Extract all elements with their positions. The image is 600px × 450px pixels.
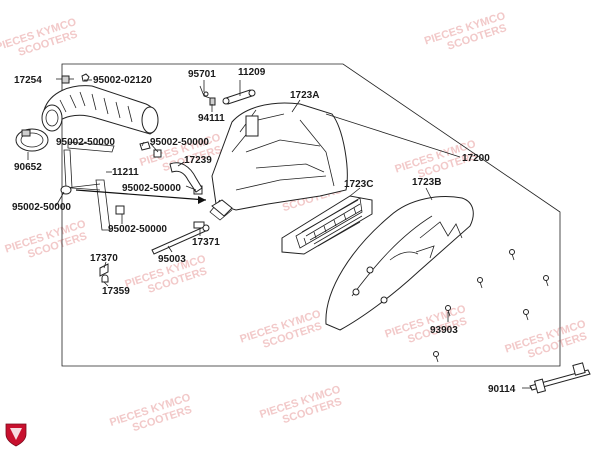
label-17371: 17371 xyxy=(192,237,220,248)
intake-duct xyxy=(41,85,159,135)
air-cleaner-case-1723A xyxy=(209,102,348,221)
clamp-band-90652 xyxy=(15,128,49,152)
watermarks: PIECES KYMCO SCOOTERS PIECES KYMCO SCOOT… xyxy=(0,10,589,434)
clip-95002-50000-a xyxy=(139,141,151,151)
label-17254: 17254 xyxy=(14,75,42,86)
part-17359 xyxy=(101,274,109,283)
label-1723A: 1723A xyxy=(290,90,319,101)
cover-1723B xyxy=(325,196,474,331)
clip-95002-50000-d xyxy=(115,205,125,215)
label-17370: 17370 xyxy=(90,253,118,264)
label-95003: 95003 xyxy=(158,254,186,265)
assembly-arrow xyxy=(75,189,207,204)
drain-hose-11211 xyxy=(63,141,115,231)
label-95002-02120: 95002-02120 xyxy=(93,75,152,86)
assembly-outline xyxy=(61,63,561,367)
label-95002-50000-d: 95002-50000 xyxy=(108,224,167,235)
kymco-shield-icon xyxy=(5,423,27,447)
breather-11209 xyxy=(222,89,256,105)
label-95002-50000-b: 95002-50000 xyxy=(150,137,209,148)
label-93903: 93903 xyxy=(430,325,458,336)
leader-lines xyxy=(27,78,532,389)
clip-95002-02120 xyxy=(81,73,90,82)
label-11209: 11209 xyxy=(238,67,266,78)
drain-plug-17371 xyxy=(193,199,233,229)
label-17359: 17359 xyxy=(102,286,130,297)
screw-17254 xyxy=(61,75,74,84)
label-94111: 94111 xyxy=(198,113,225,124)
bolt-90114 xyxy=(529,362,591,394)
clip-95701 xyxy=(199,85,211,99)
label-95002-50000-c: 95002-50000 xyxy=(122,183,181,194)
label-1723B: 1723B xyxy=(412,177,441,188)
part-labels: 17254 95002-02120 95701 11209 94111 1723… xyxy=(12,67,516,395)
screws-93903 xyxy=(433,249,549,363)
clip-94111 xyxy=(209,97,216,106)
label-95002-50000-e: 95002-50000 xyxy=(12,202,71,213)
label-90652: 90652 xyxy=(14,162,42,173)
clip-95002-50000-b xyxy=(153,149,162,158)
label-95701: 95701 xyxy=(188,69,216,80)
tube-95003 xyxy=(151,224,210,255)
clip-95002-50000-e xyxy=(60,185,72,195)
label-95002-50000-a: 95002-50000 xyxy=(56,137,115,148)
label-17239: 17239 xyxy=(184,155,212,166)
label-17200: 17200 xyxy=(462,153,490,164)
label-1723C: 1723C xyxy=(344,179,373,190)
label-11211: 11211 xyxy=(112,167,139,178)
part-17370 xyxy=(99,263,109,277)
label-90114: 90114 xyxy=(488,384,516,395)
